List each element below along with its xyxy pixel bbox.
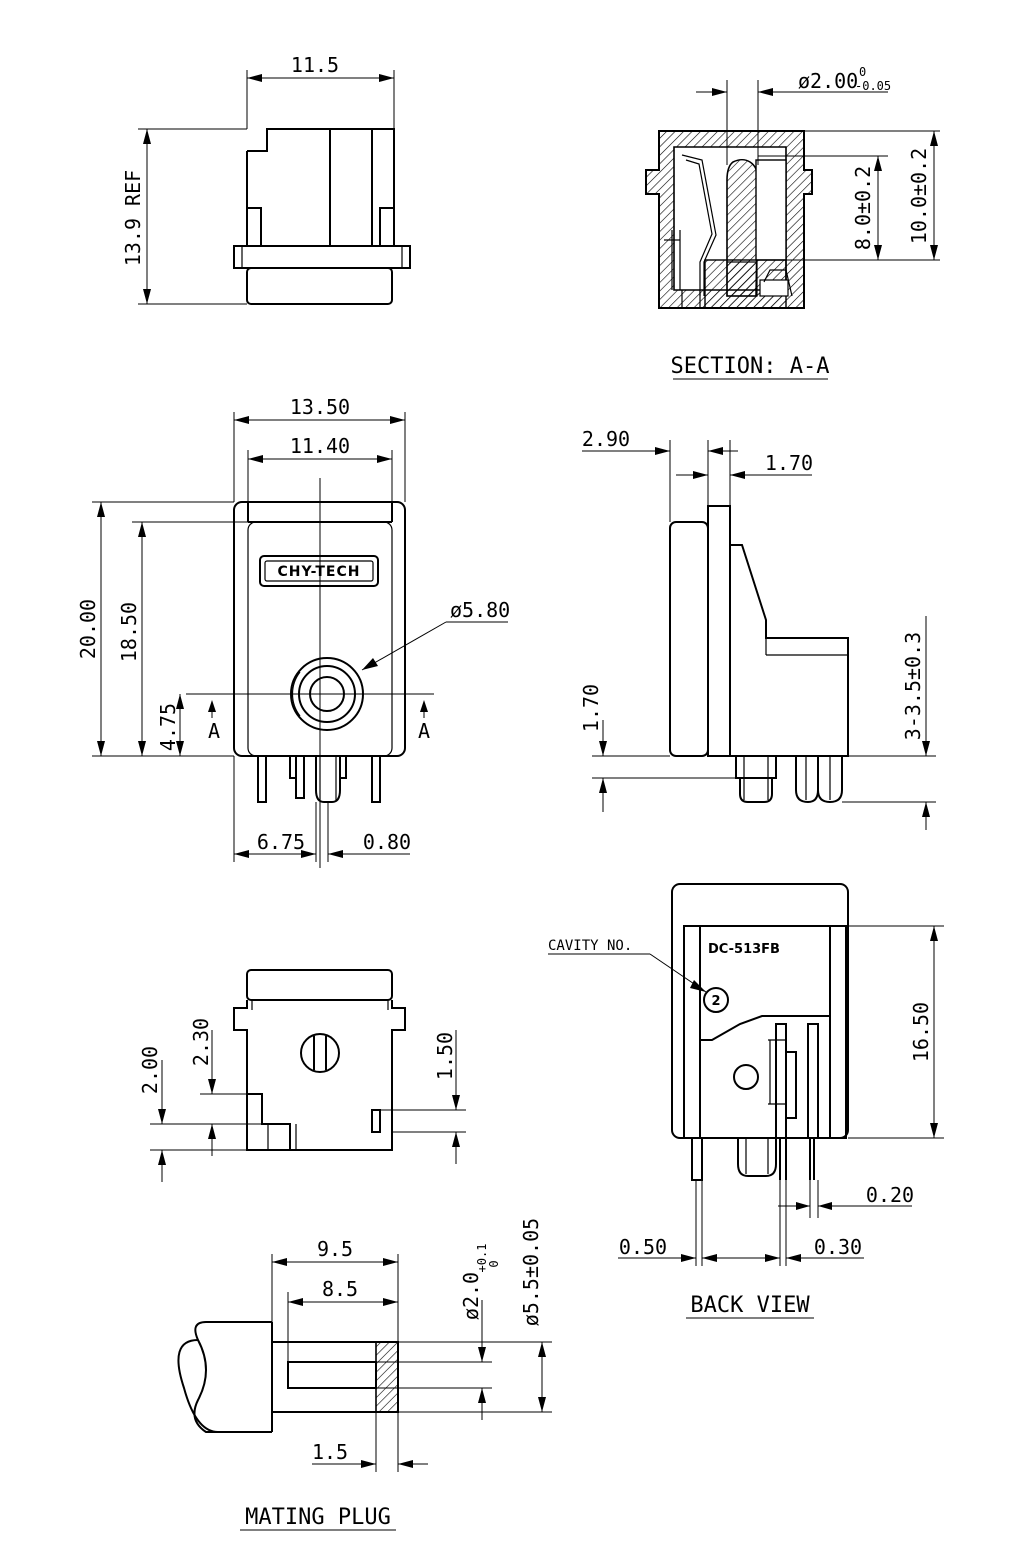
- dim-back-b: 0.50: [619, 1235, 667, 1259]
- plug-caption: MATING PLUG: [245, 1505, 391, 1530]
- dim-c: 1.50: [433, 1032, 457, 1080]
- front-view: CHY-TECH ø5.80 A A 13.50: [76, 395, 510, 868]
- dim-11-5: 11.5: [291, 53, 339, 77]
- dim-plug-insert: 8.5: [322, 1277, 358, 1301]
- dim-plug-wall: 1.5: [312, 1440, 348, 1464]
- dim-offset: 2.90: [582, 427, 630, 451]
- dim-13-9-ref: 13.9 REF: [121, 170, 145, 266]
- side-view-top: 11.5 13.9 REF: [121, 53, 411, 305]
- dim-plug-outer-dia: ø5.5±0.05: [519, 1218, 543, 1326]
- dim-b: 2.00: [138, 1046, 162, 1094]
- dim-inner-height: 18.50: [117, 602, 141, 662]
- dim-pin-tol-upper: 0: [859, 65, 866, 79]
- back-caption: BACK VIEW: [690, 1293, 810, 1318]
- dim-plug-inner-tol-upper: +0.1: [475, 1244, 489, 1273]
- dim-back-a: 0.20: [866, 1183, 914, 1207]
- cavity-number: 2: [711, 994, 720, 1009]
- cavity-label: CAVITY NO.: [548, 938, 632, 954]
- dim-inner-depth: 8.0±0.2: [851, 166, 875, 250]
- dim-height: 20.00: [76, 599, 100, 659]
- dim-pin-width: 0.80: [363, 830, 411, 854]
- brand-label: CHY-TECH: [278, 564, 361, 580]
- section-mark-right: A: [418, 719, 430, 743]
- dim-hole-dia: ø5.80: [450, 598, 510, 622]
- dim-outer-height: 10.0±0.2: [907, 148, 931, 244]
- dim-back-height: 16.50: [909, 1002, 933, 1062]
- dim-pin-dia: ø2.00: [798, 69, 858, 93]
- dim-pin-offset: 6.75: [257, 830, 305, 854]
- dim-pin-tol-lower: -0.05: [855, 79, 891, 93]
- dim-plug-length: 9.5: [317, 1237, 353, 1261]
- side-view-right: 2.90 1.70 1.70 3-3.5±0.3: [579, 427, 936, 830]
- dim-inner-width: 11.40: [290, 434, 350, 458]
- dim-bottom-offset: 1.70: [579, 684, 603, 732]
- section-caption: SECTION: A-A: [671, 354, 830, 379]
- back-view: DC-513FB 2 CAVITY NO. 16.50: [548, 883, 944, 1319]
- dim-pin-length: 3-3.5±0.3: [901, 632, 925, 740]
- dim-outer-width: 13.50: [290, 395, 350, 419]
- dim-a: 2.30: [189, 1018, 213, 1066]
- section-view: ø2.00 0 -0.05 8.0±0.2 10.0±0.2 SECTION: …: [645, 65, 940, 380]
- mating-plug-view: 9.5 8.5 ø2.0 +0.1 0 ø5.5±0.05 1.5 MATING…: [177, 1218, 552, 1531]
- dim-center-height: 4.75: [156, 703, 180, 751]
- dim-pin-thick: 1.70: [765, 451, 813, 475]
- bottom-view: 2.30 2.00 1.50: [138, 969, 466, 1182]
- dim-back-c: 0.30: [814, 1235, 862, 1259]
- dim-plug-inner-dia: ø2.0: [459, 1272, 483, 1320]
- section-mark-left: A: [208, 719, 220, 743]
- model-label: DC-513FB: [708, 942, 780, 957]
- dim-plug-inner-tol-lower: 0: [487, 1260, 501, 1267]
